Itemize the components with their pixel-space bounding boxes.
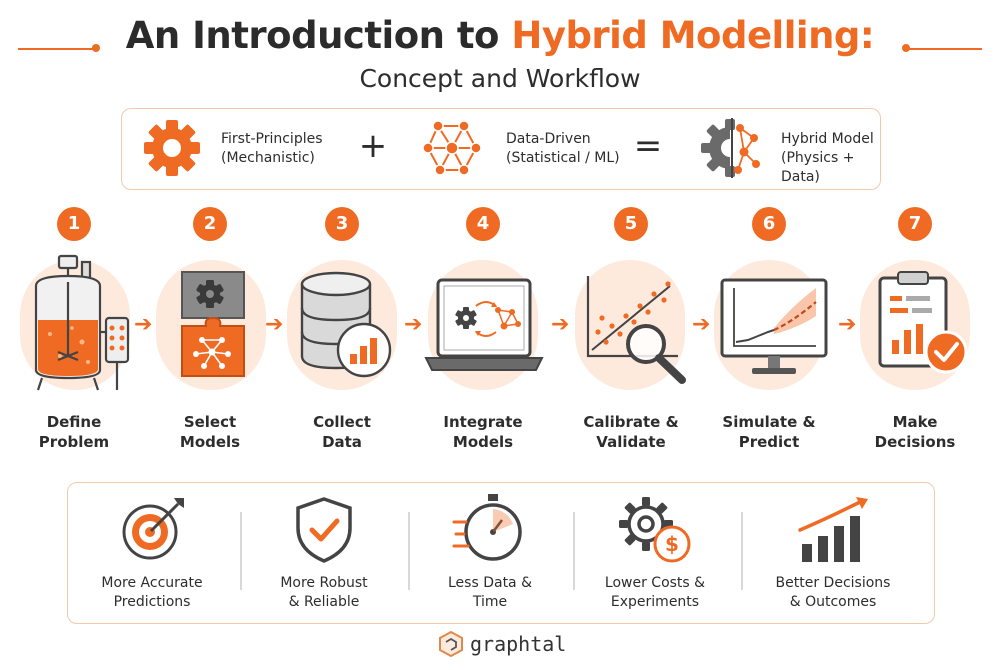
network-icon — [422, 120, 482, 176]
step-arrow-5: ➔ — [692, 312, 711, 337]
benefit-separator-4 — [741, 512, 743, 590]
stopwatch-icon — [452, 494, 522, 561]
step-7-badge: 7 — [898, 207, 932, 241]
equals-sign: = — [633, 126, 663, 166]
database-icon — [300, 271, 392, 378]
benefit-3-label: Less Data &Time — [448, 575, 532, 610]
footer-brand: graphtal — [470, 632, 567, 656]
title-prefix: An Introduction to — [125, 14, 512, 57]
scatter-magnifier-icon — [586, 276, 686, 384]
laptop-icon — [424, 278, 544, 371]
benefit-separator-1 — [240, 512, 242, 590]
step-arrow-6: ➔ — [838, 312, 857, 337]
step-arrow-1: ➔ — [134, 312, 153, 337]
bioreactor-icon — [34, 254, 130, 391]
step-6-label: Simulate &Predict — [722, 413, 816, 451]
graphtal-logo-icon — [439, 630, 463, 658]
step-1-badge: 1 — [57, 207, 91, 241]
puzzle-icon — [181, 271, 245, 377]
step-4-badge: 4 — [466, 207, 500, 241]
first-principles-label: First-Principles(Mechanistic) — [221, 131, 323, 166]
monitor-forecast-icon — [720, 278, 828, 374]
shield-check-icon — [296, 497, 352, 563]
benefit-separator-2 — [408, 512, 410, 590]
benefit-separator-3 — [573, 512, 575, 590]
page-subtitle: Concept and Workflow — [359, 64, 641, 93]
target-icon — [122, 498, 184, 560]
hybrid-gear-network-icon — [701, 118, 760, 178]
step-6-badge: 6 — [752, 207, 786, 241]
page-title: An Introduction to Hybrid Modelling: — [0, 14, 1000, 57]
data-driven-label: Data-Driven(Statistical / ML) — [506, 131, 620, 166]
plus-sign: + — [358, 126, 388, 166]
step-arrow-4: ➔ — [551, 312, 570, 337]
step-arrow-2: ➔ — [265, 312, 284, 337]
step-5-badge: 5 — [614, 207, 648, 241]
concept-equation-box — [121, 108, 881, 190]
title-decoration-left-line — [18, 48, 96, 50]
title-decoration-right-line — [906, 48, 982, 50]
growth-chart-icon — [798, 497, 868, 562]
title-highlight: Hybrid Modelling: — [511, 14, 875, 57]
svg-text:$: $ — [665, 532, 679, 556]
step-5-label: Calibrate &Validate — [583, 413, 679, 451]
step-arrow-3: ➔ — [404, 312, 423, 337]
clipboard-check-icon — [878, 271, 968, 374]
step-2-badge: 2 — [193, 207, 227, 241]
gear-icon — [144, 120, 200, 176]
hybrid-model-label: Hybrid Model(Physics + Data) — [781, 131, 874, 185]
benefit-5-label: Better Decisions& Outcomes — [775, 575, 891, 610]
step-3-badge: 3 — [325, 207, 359, 241]
gear-dollar-icon: $ — [619, 497, 691, 563]
benefit-2-label: More Robust& Reliable — [280, 575, 368, 610]
title-decoration-left-dot — [92, 44, 100, 52]
benefit-4-label: Lower Costs &Experiments — [604, 575, 706, 610]
